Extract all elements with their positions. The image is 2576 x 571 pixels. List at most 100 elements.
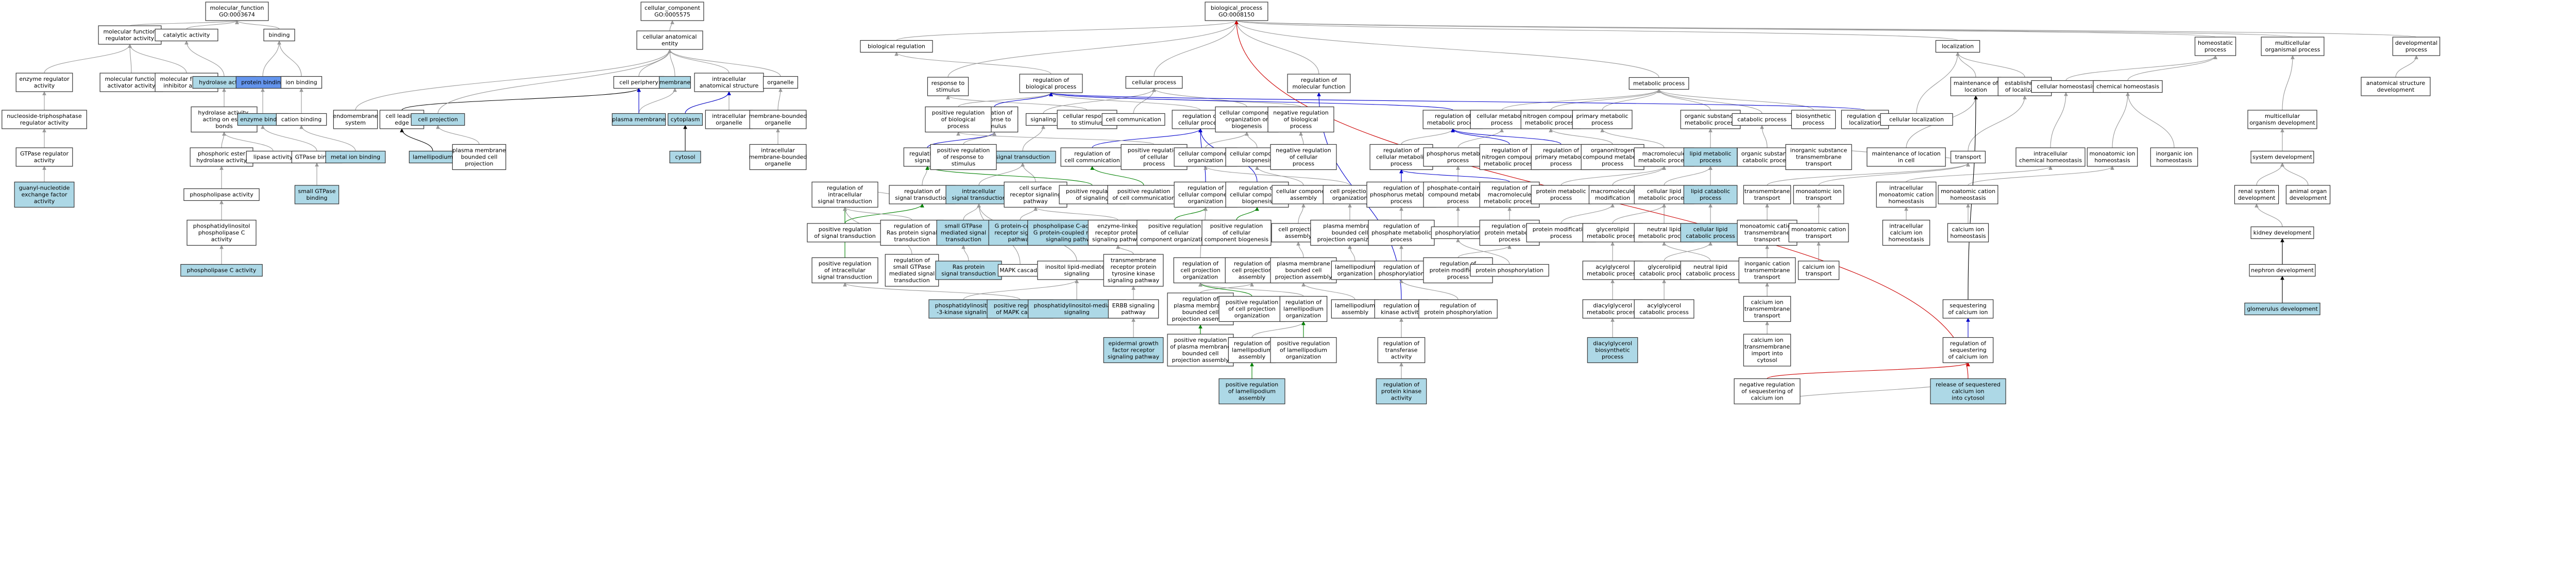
go-term-node[interactable]: nephron development bbox=[2249, 264, 2316, 277]
go-term-node[interactable]: organelle bbox=[762, 76, 799, 89]
go-term-node[interactable]: cell communication bbox=[1101, 113, 1165, 126]
go-term-node[interactable]: binding bbox=[263, 28, 295, 42]
go-term-node[interactable]: metabolic process bbox=[1629, 77, 1689, 90]
go-term-node[interactable]: ion binding bbox=[280, 76, 323, 89]
go-term-node[interactable]: cell periphery bbox=[613, 76, 665, 89]
go-term-node[interactable]: cell projection bbox=[411, 113, 465, 126]
go-term-node[interactable]: chemical homeostasis bbox=[2093, 80, 2163, 93]
go-term-node[interactable]: metal ion binding bbox=[325, 150, 386, 164]
go-term-node[interactable]: cytosol bbox=[669, 150, 701, 164]
go-term-node[interactable]: glomerulus development bbox=[2244, 302, 2320, 316]
go-term-node[interactable]: signal transduction bbox=[989, 150, 1056, 164]
go-term-node[interactable]: phosphorylation bbox=[1431, 226, 1485, 239]
go-term-node[interactable]: plasma membrane bbox=[612, 113, 666, 126]
go-term-node[interactable]: lipase activity bbox=[246, 150, 300, 164]
go-term-node[interactable]: cellular homeostasis bbox=[2031, 80, 2101, 93]
go-term-node[interactable]: system development bbox=[2250, 150, 2314, 164]
go-term-node[interactable]: biological regulation bbox=[860, 40, 933, 53]
go-term-node[interactable]: catabolic process bbox=[1732, 113, 1792, 126]
go-term-node[interactable]: cytoplasm bbox=[667, 113, 703, 126]
go-term-node[interactable]: lamellipodium bbox=[409, 150, 457, 164]
go-term-node[interactable]: phospholipase C activity bbox=[180, 264, 263, 277]
go-term-node[interactable]: localization bbox=[1935, 40, 1980, 53]
go-term-node[interactable]: phospholipase activity bbox=[183, 188, 260, 201]
